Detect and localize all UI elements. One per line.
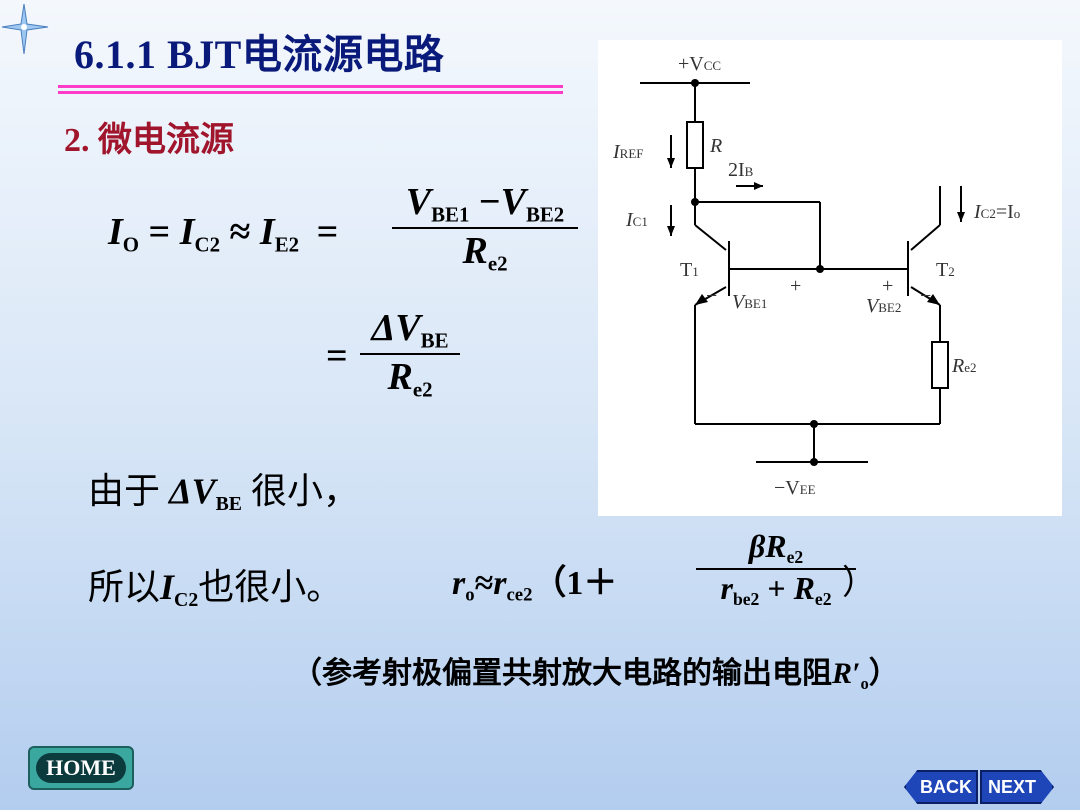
iref-label: IREF [612,141,644,163]
eq-io: IO [108,211,140,257]
home-button-label: HOME [36,753,126,783]
den3-re: R [793,570,815,607]
line1-prefix: 由于 [88,471,170,511]
fraction-beta-re2: βRe2 rbe2 + Re2 [696,528,856,610]
t1-label: T1 [680,259,699,281]
ic1-label: IC1 [625,209,648,231]
page-title: 6.1.1 BJT电流源电路 [74,32,445,77]
eq-ie2: IE2 [259,211,300,257]
fraction-vbe-over-re2: VBE1 −VBE2 Re2 [392,180,578,277]
eq-ic2: IC2 [179,211,221,257]
line1-delta-v: ΔV [169,471,216,511]
vbe1-plus: + [790,275,801,297]
den3-plus: + [759,570,794,607]
re2-label: Re2 [951,355,977,377]
eq2-equals: = [326,335,348,377]
two-ib-label: 2IB [728,159,754,181]
section-subtitle: 2. 微电流源 [64,122,234,159]
eq-io-sub: O [122,232,140,257]
vcc-label: +VCC [678,53,721,75]
den-r-sub: e2 [487,251,508,276]
fraction-numerator: VBE1 −VBE2 [392,180,578,227]
num-minus: − [478,181,501,223]
vee-label: −VEE [774,477,816,499]
vbe2-label: VBE2 [866,295,901,317]
resistor-r-label: R [709,135,722,157]
den-r: R [462,230,488,273]
eq-io-symbol: I [108,211,123,253]
num3-r-sub: e2 [786,547,804,568]
num-v1-sub: BE1 [431,202,470,227]
fraction-denominator: Re2 [392,229,578,276]
ro-approx: ≈ [474,565,494,602]
den2-r-sub: e2 [412,377,433,402]
num-delta-v: ΔV [371,307,421,349]
num-beta: β [748,528,766,564]
line-since-small: 由于 ΔVBE 很小， [88,462,359,516]
fraction3-denominator: rbe2 + Re2 [696,570,856,610]
ro-symbol: r [452,565,466,602]
ro-sub: o [465,584,475,606]
line1-suffix: 很小， [242,471,360,511]
eq-ie2-sub: E2 [274,232,300,257]
reference-note: （参考射极偏置共射放大电路的输出电阻R′o） [292,648,899,694]
eq-ic2-symbol: I [179,211,195,253]
line1-delta-v-sub: BE [215,492,242,515]
line2-suffix: 也很小。 [198,567,343,607]
den3-re-sub: e2 [814,589,832,610]
eq-ic2-sub: C2 [194,232,221,257]
num-v1: V [405,181,432,223]
note-text: （参考射极偏置共射放大电路的输出电阻 [292,657,832,690]
fraction2-numerator: ΔVBE [360,306,460,353]
line-therefore-small: 所以IC2也很小。 [88,558,342,612]
output-resistance-equation: ro≈rce2（1＋ [452,555,617,607]
sparkle-star-icon [1,3,49,55]
note-close: ） [868,657,899,690]
num3-r: R [765,528,787,564]
den3-rbe: r [720,570,733,607]
vbe1-minus: − [706,285,717,307]
line2-ic-sub: C2 [174,588,199,611]
num-v2: V [500,181,526,223]
vbe1-label: VBE1 [732,291,767,313]
vbe2-plus: + [882,275,893,297]
next-button[interactable]: NEXT [980,770,1054,804]
title-divider-top [58,85,563,88]
vbe2-minus: − [920,285,931,307]
eq-equals-2: = [316,211,339,253]
ro-open-paren: （1＋ [532,565,618,602]
eq-ie2-symbol: I [259,211,275,253]
num-delta-v-sub: BE [420,328,449,353]
fraction-dvbe-over-re2: ΔVBE Re2 [360,306,460,403]
fraction-bar [392,227,578,230]
micro-current-source-circuit: +VCC IREF R 2IB IC1 IC2=Io T1 T2 − VBE1 … [598,40,1062,516]
den3-rbe-sub: be2 [732,589,760,610]
line2-prefix: 所以 [88,567,161,607]
ro-close-paren: ） [842,565,876,602]
t2-label: T2 [936,259,955,281]
title-divider-bottom [58,91,563,94]
equation-current: IO = IC2 ≈ IE2 = [108,210,338,257]
note-r-sub: o [860,673,869,693]
line2-ic: I [160,567,175,607]
eq-equals-1: = [148,211,171,253]
num-v2-sub: BE2 [525,202,565,227]
eq-approx: ≈ [229,211,251,253]
fraction2-denominator: Re2 [360,355,460,402]
home-button[interactable]: HOME [28,746,134,790]
back-button[interactable]: BACK [904,770,978,804]
den2-r: R [387,356,413,399]
rce-symbol: r [493,565,507,602]
rce-sub: ce2 [506,584,533,606]
ic2-label: IC2=Io [973,201,1020,223]
fraction3-bar [696,568,856,571]
fraction2-bar [360,353,460,356]
note-r: R′ [832,657,861,690]
fraction3-numerator: βRe2 [696,528,856,568]
